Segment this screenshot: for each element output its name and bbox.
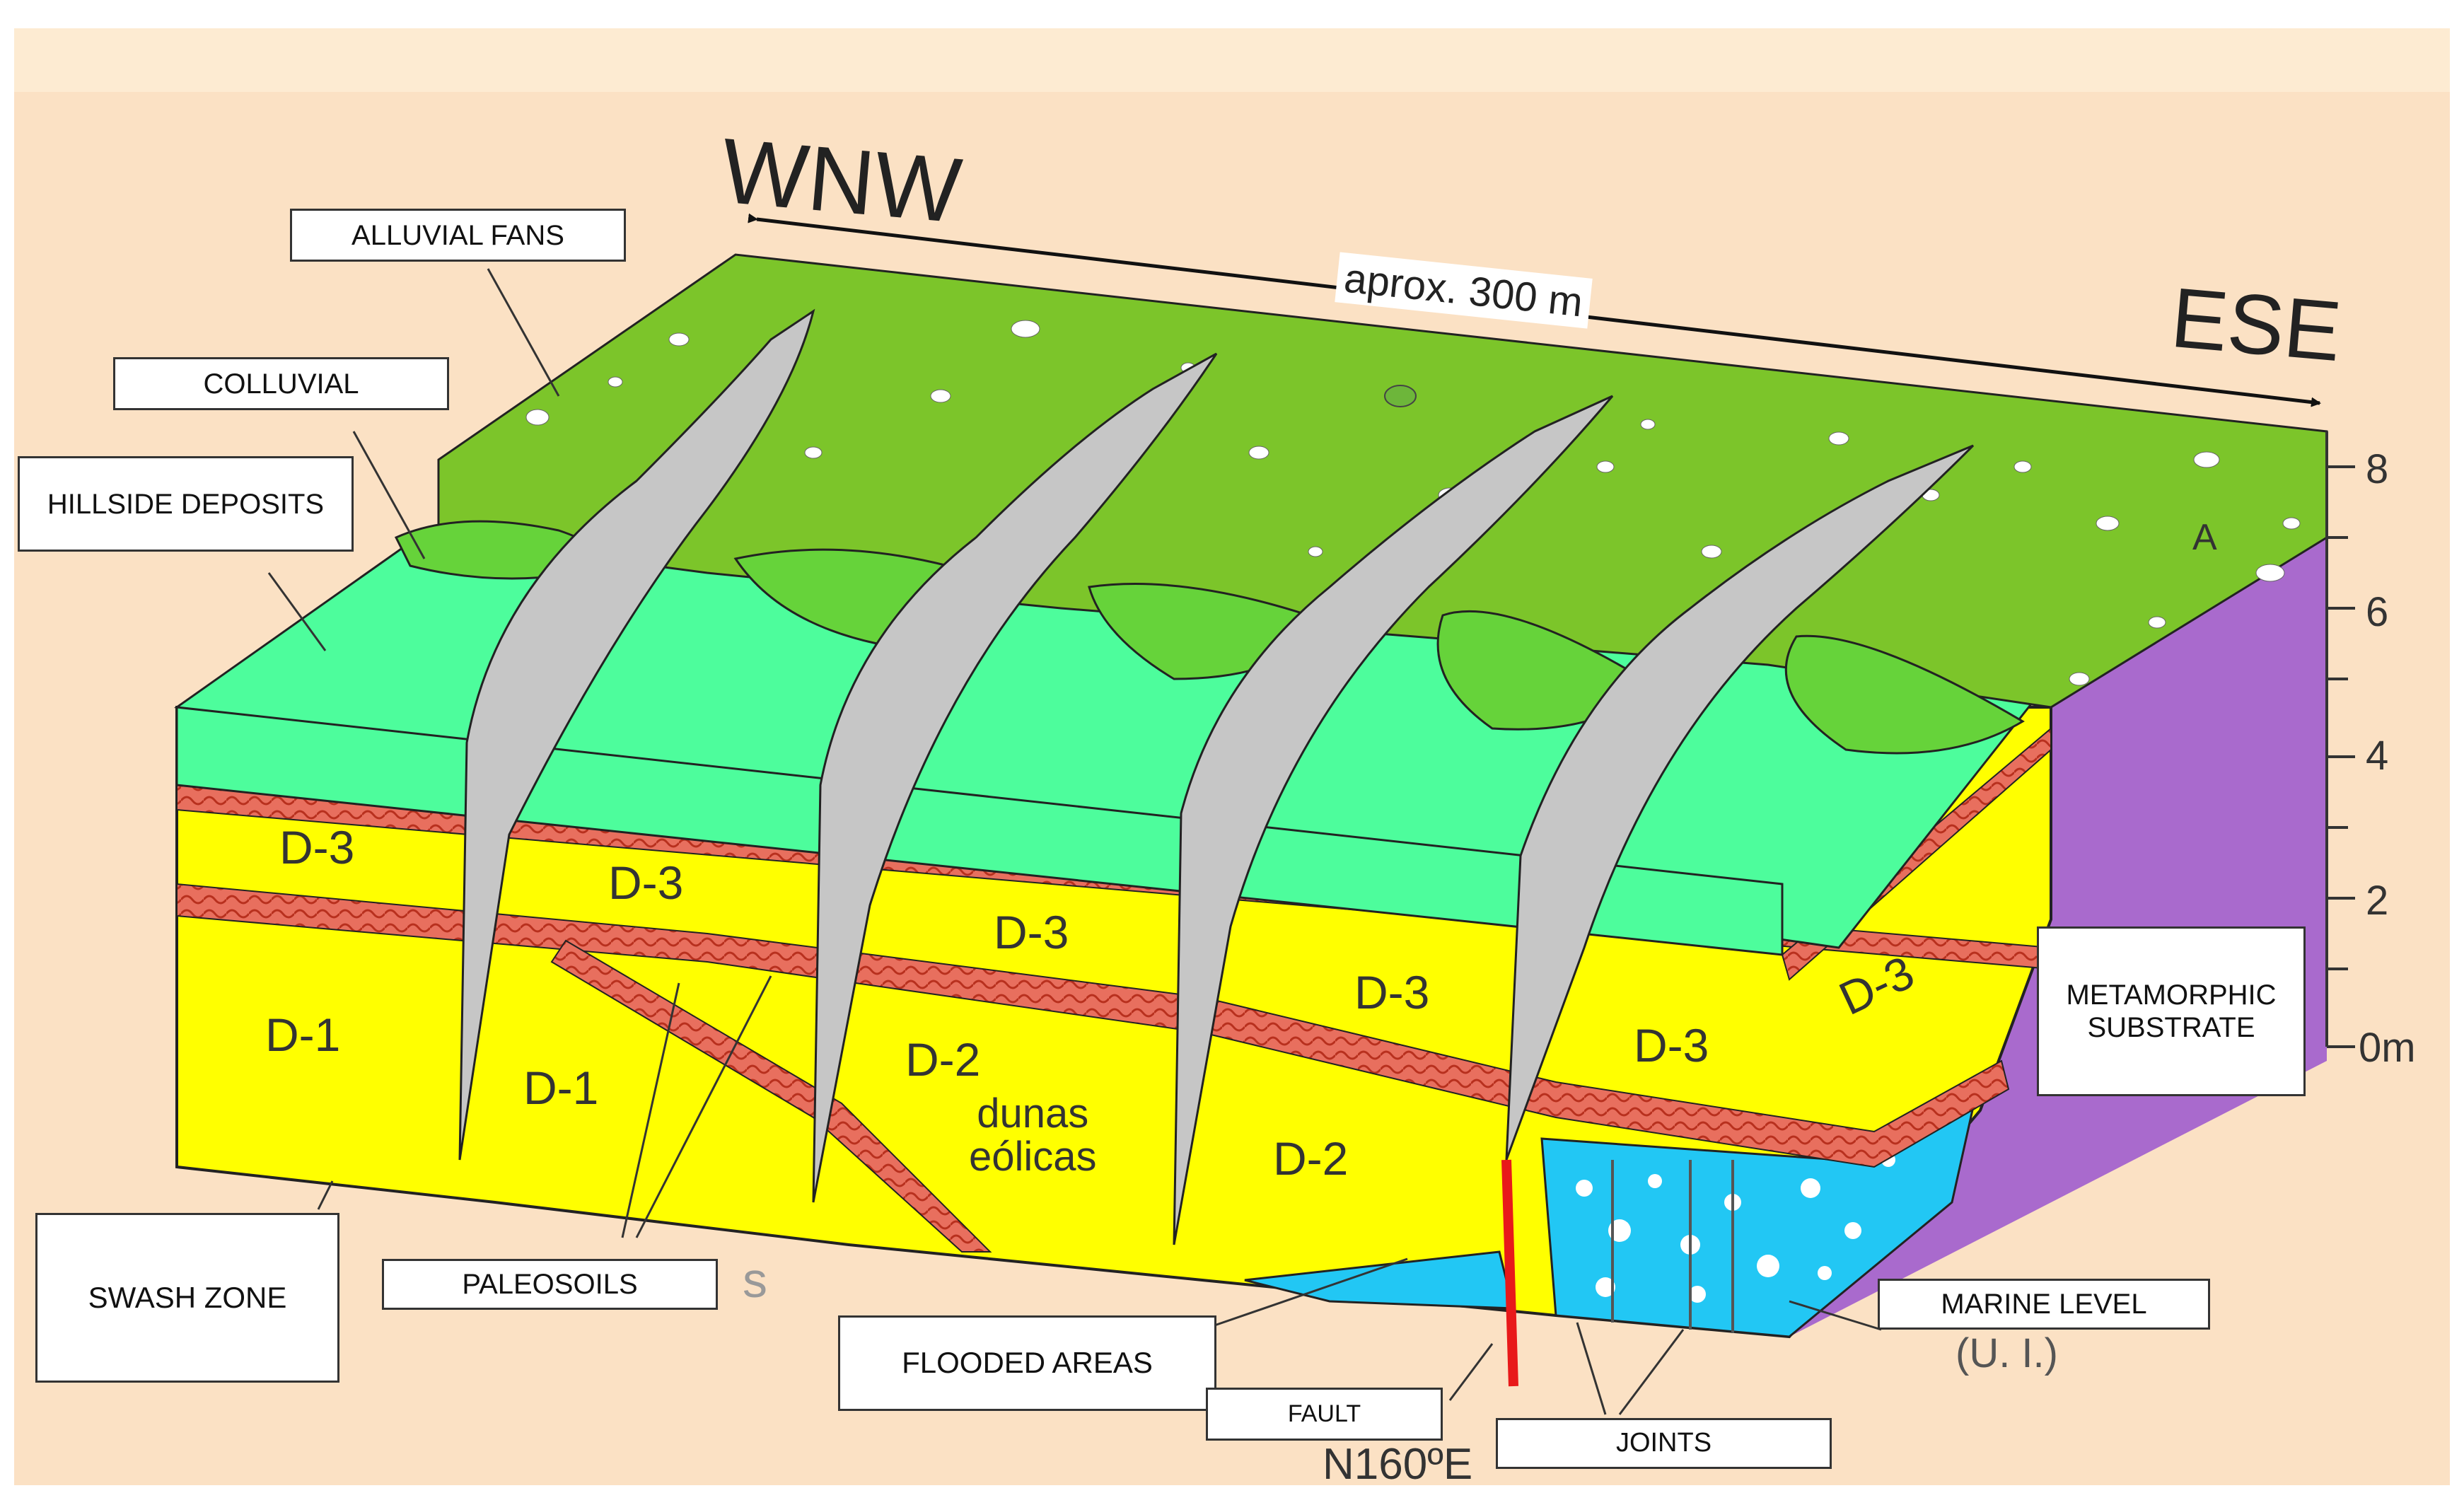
paleosoil-band-lower [550, 939, 992, 1253]
unit-d3: D-3 [279, 821, 355, 873]
hidden-letter: s [743, 1253, 767, 1308]
top-band [14, 28, 2450, 92]
label-flooded-areas: FLOODED AREAS [838, 1315, 1216, 1411]
label-fault: FAULT [1206, 1388, 1443, 1441]
label-paleosoils: PALEOSOILS [382, 1259, 718, 1310]
label-colluvial: COLLUVIAL [113, 357, 449, 410]
unit-d3: D-3 [1634, 1019, 1709, 1071]
unit-d1: D-1 [523, 1062, 599, 1114]
scale-tick-0: 0m [2359, 1025, 2416, 1071]
unit-a: A [2192, 517, 2217, 558]
unit-d2: D-2 [1273, 1132, 1349, 1185]
joints-lines [1611, 1160, 1734, 1333]
label-swash-zone: SWASH ZONE [35, 1213, 339, 1383]
label-joints: JOINTS [1496, 1418, 1832, 1469]
scale-tick-4: 4 [2366, 733, 2389, 779]
label-hillside-deposits: HILLSIDE DEPOSITS [18, 456, 354, 552]
label-metamorphic-substrate: METAMORPHIC SUBSTRATE [2037, 926, 2306, 1096]
elevation-scale [2325, 431, 2355, 1048]
direction-left: WNW [717, 118, 966, 243]
direction-right: ESE [2167, 269, 2345, 380]
unit-d3: D-3 [1354, 966, 1430, 1018]
fault-orientation: N160ºE [1323, 1440, 1473, 1489]
label-marine-level: MARINE LEVEL [1878, 1279, 2210, 1330]
unit-d3: D-3 [608, 856, 684, 909]
scale-tick-8: 8 [2366, 446, 2389, 492]
label-alluvial-fans: ALLUVIAL FANS [290, 209, 626, 262]
unit-dunes: dunas eólicas [969, 1091, 1097, 1180]
unit-d2: D-2 [905, 1033, 981, 1086]
scale-tick-2: 2 [2366, 878, 2389, 924]
green-clast [1384, 385, 1417, 407]
pointer-lines [267, 268, 1882, 1415]
unit-d1: D-1 [265, 1009, 341, 1061]
unit-d3: D-3 [994, 906, 1069, 958]
scale-tick-6: 6 [2366, 589, 2389, 635]
marine-unit: (U. I.) [1955, 1330, 2058, 1376]
fault-line [1501, 1159, 1518, 1387]
